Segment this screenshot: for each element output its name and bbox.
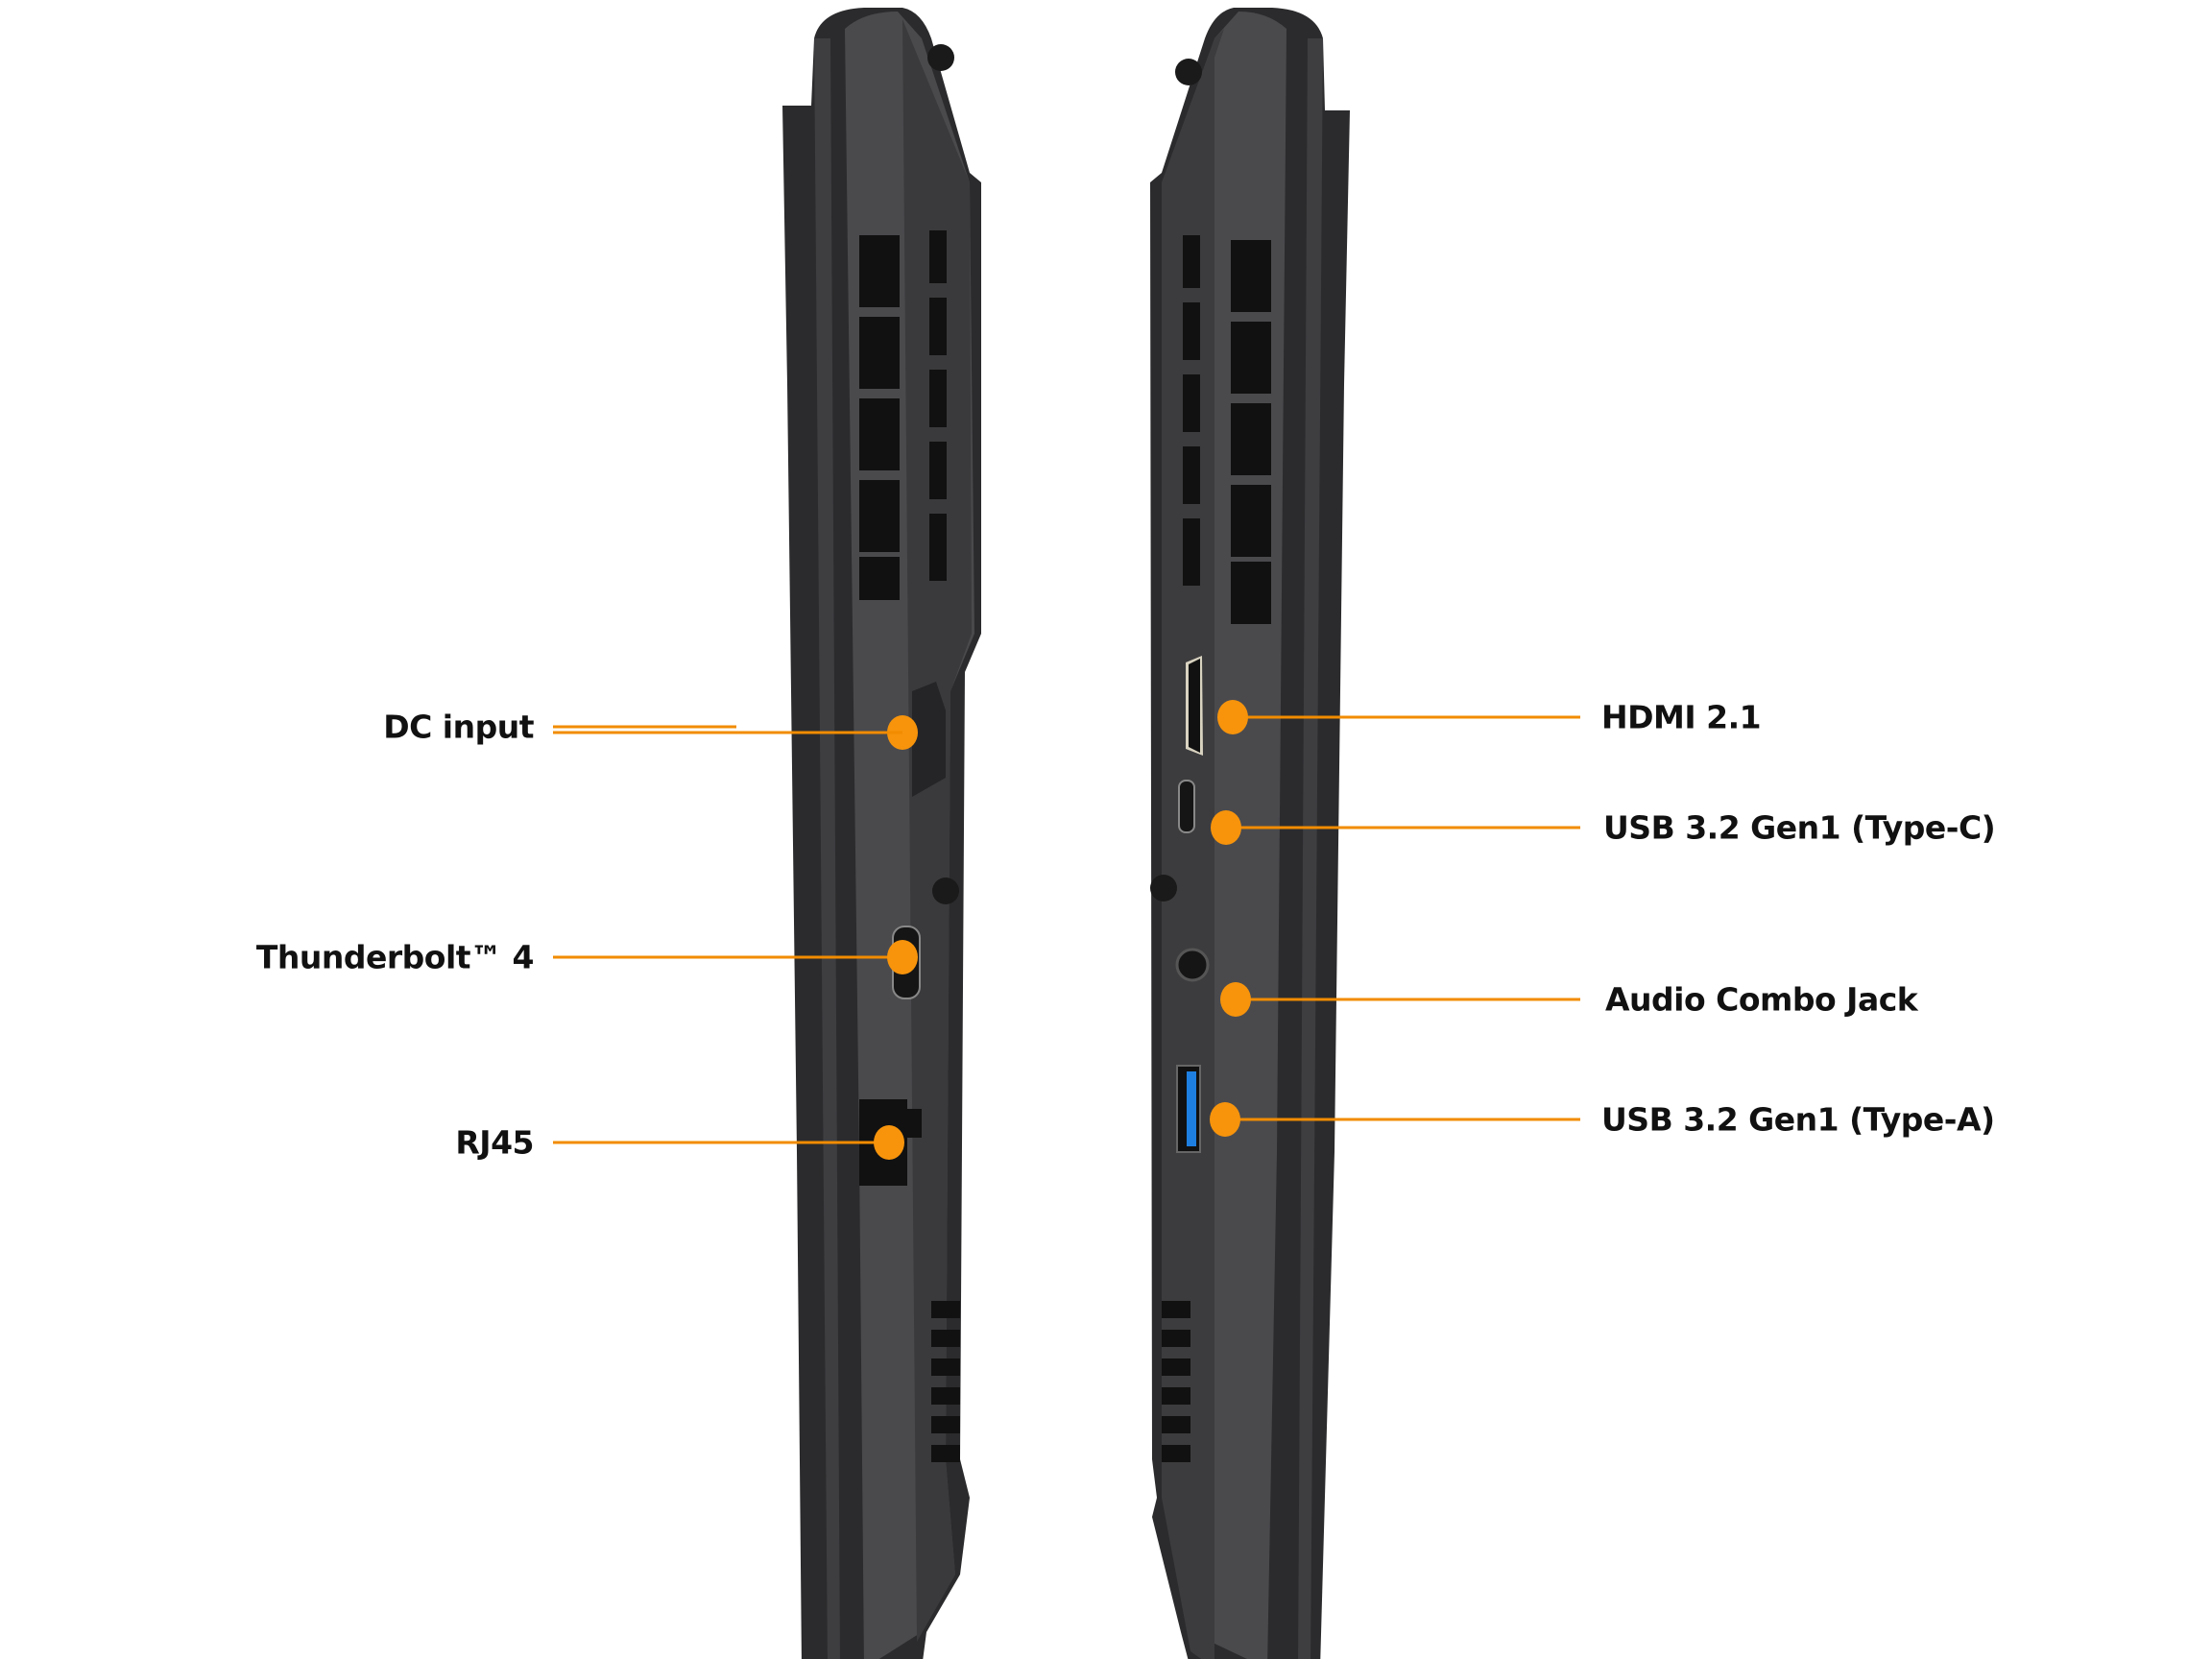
leader-line	[1226, 826, 1580, 830]
label-hdmi: HDMI 2.1	[1601, 698, 1762, 736]
port-marker-dot	[1217, 700, 1248, 734]
label-thunderbolt: Thunderbolt™ 4	[255, 938, 535, 976]
leader-line	[1236, 998, 1580, 1001]
label-rj45: RJ45	[455, 1123, 534, 1162]
leader-line	[553, 1141, 889, 1144]
label-dc-input: DC input	[383, 708, 534, 746]
port-marker-dot	[887, 940, 918, 974]
label-usb-a: USB 3.2 Gen1 (Type-A)	[1601, 1100, 1995, 1139]
laptop-left-side	[782, 8, 981, 1659]
leader-line	[1233, 715, 1580, 719]
leader-line	[553, 731, 902, 734]
leader-line	[553, 725, 736, 729]
leader-line	[553, 955, 902, 959]
port-marker-dot	[1210, 1102, 1240, 1137]
label-audio-jack: Audio Combo Jack	[1605, 980, 1918, 1019]
port-marker-dot	[1220, 982, 1251, 1017]
laptop-right-side	[1150, 8, 1350, 1659]
leader-line	[1225, 1118, 1580, 1121]
port-marker-dot	[1211, 810, 1241, 845]
label-usb-c: USB 3.2 Gen1 (Type-C)	[1603, 808, 1996, 847]
port-marker-dot	[874, 1125, 904, 1160]
